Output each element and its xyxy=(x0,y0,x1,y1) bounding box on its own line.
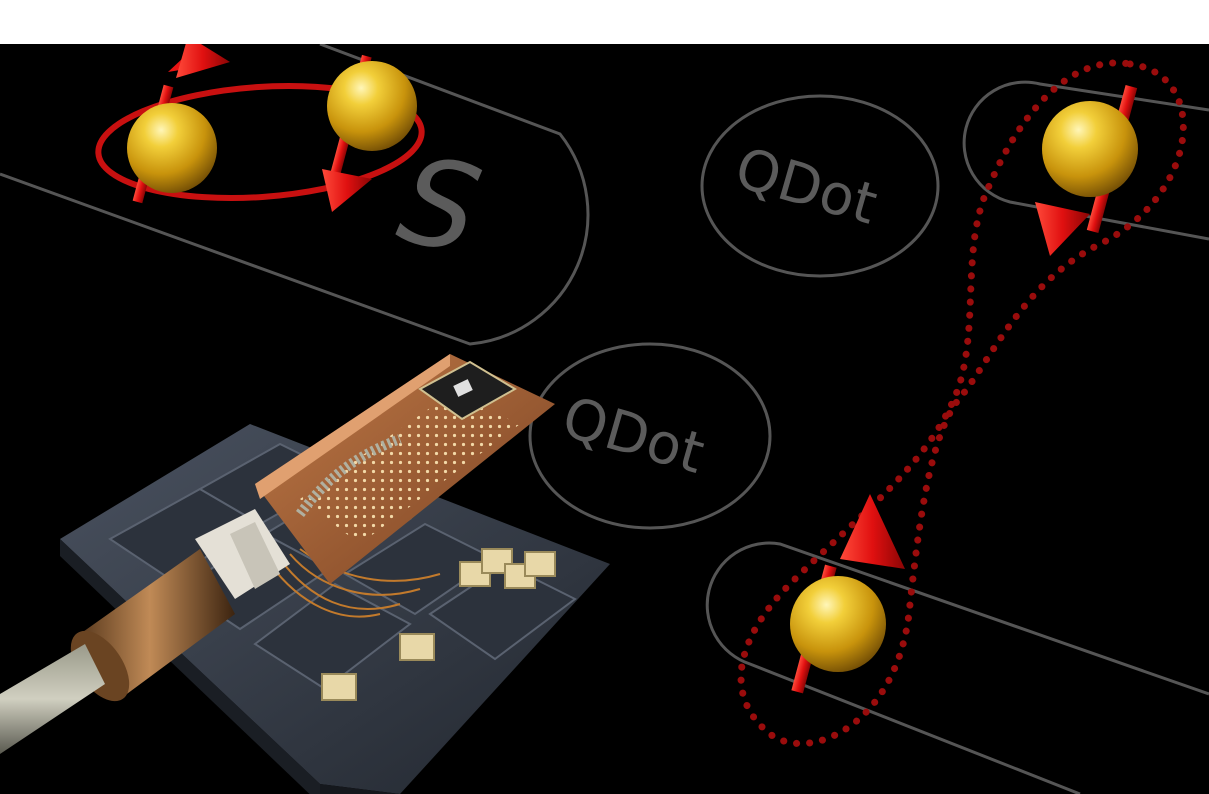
electron-spin-up-left xyxy=(127,44,230,204)
electron-spin-down-left xyxy=(322,54,417,212)
probe-rod xyxy=(0,644,105,754)
electron-spin-up-lower-right xyxy=(790,494,905,694)
lower-right-lead xyxy=(705,541,1209,794)
black-background: S QDot QDot xyxy=(0,44,1209,794)
qdot-upper-outline xyxy=(700,94,940,278)
device-photo xyxy=(0,354,610,794)
superconductor-label: S xyxy=(388,130,491,282)
upper-right-lead xyxy=(962,80,1209,241)
top-white-band xyxy=(0,0,1209,44)
illustration: S QDot QDot xyxy=(0,44,1209,794)
qdot-upper-label: QDot xyxy=(728,136,884,238)
cooper-pair-ring xyxy=(95,82,425,202)
qdot-lower-label: QDot xyxy=(555,385,711,487)
electron-spin-down-upper-right xyxy=(1035,85,1138,256)
entangled-pair-dotted-loop xyxy=(737,59,1187,747)
chip-carriers xyxy=(321,548,556,701)
superconductor-lead xyxy=(0,44,590,346)
qdot-lower-outline xyxy=(528,342,772,530)
